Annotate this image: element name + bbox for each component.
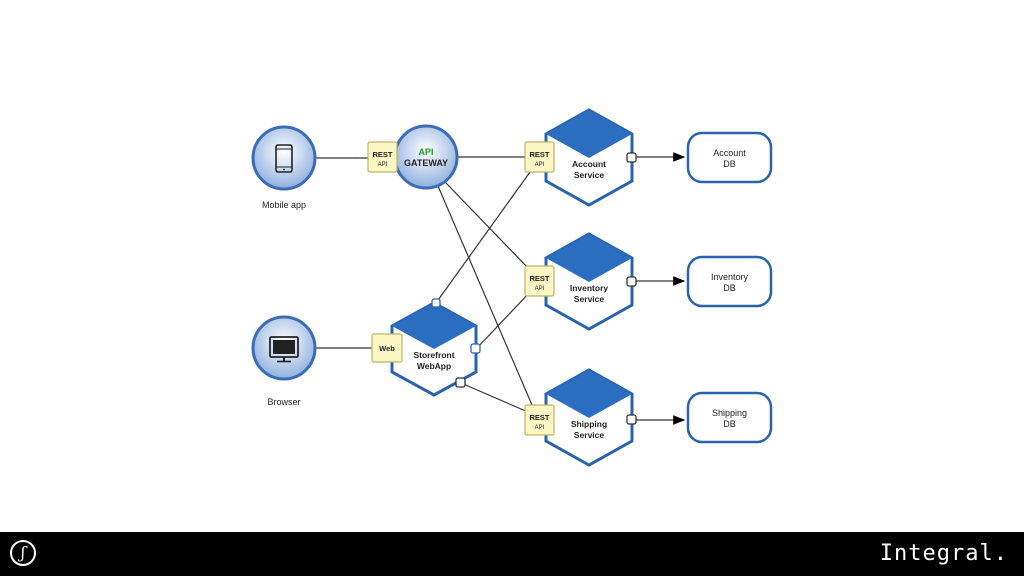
account-db-line2: DB xyxy=(723,159,736,169)
inventory-service-line2: Service xyxy=(574,294,605,304)
shipping-db-line2: DB xyxy=(723,419,736,429)
api-tag-label: API xyxy=(535,425,545,431)
rest-tag-label: REST xyxy=(372,150,392,159)
storefront-to-inventory-line xyxy=(475,289,533,350)
rest-tag-label: REST xyxy=(529,274,549,283)
gateway-to-inventory-line xyxy=(444,181,531,271)
storefront-to-account-line xyxy=(435,171,531,304)
storefront-port-right xyxy=(470,343,481,354)
account-service-line2: Service xyxy=(574,170,605,180)
account-db-line1: Account xyxy=(713,148,746,158)
gateway-api-label: API xyxy=(418,147,433,157)
storefront-web-tag: Web xyxy=(371,333,403,363)
inventory-db-line1: Inventory xyxy=(711,272,749,282)
mobile-app-client: Mobile app xyxy=(251,125,317,210)
browser-label: Browser xyxy=(267,397,300,407)
inventory-service-port xyxy=(626,276,637,287)
rest-tag-label: REST xyxy=(529,150,549,159)
shipping-rest-api-tag: REST API xyxy=(524,404,555,436)
shipping-service-line1: Shipping xyxy=(571,419,607,429)
shipping-service-line2: Service xyxy=(574,430,605,440)
footer-bar: ʃ Integral. xyxy=(0,532,1024,576)
shipping-service-port xyxy=(626,414,637,425)
rest-tag-label: REST xyxy=(529,413,549,422)
logo-glyph: ʃ xyxy=(20,543,26,562)
inventory-service: Inventory Service xyxy=(544,232,637,331)
connectors xyxy=(316,152,686,425)
gateway-rest-api-tag: REST API xyxy=(367,141,398,173)
storefront-port-bottom xyxy=(455,377,466,388)
gateway-to-shipping-line xyxy=(437,185,533,406)
inventory-db-line2: DB xyxy=(723,283,736,293)
account-db: Account DB xyxy=(686,131,773,184)
api-tag-label: API xyxy=(535,162,545,168)
web-tag-label: Web xyxy=(379,344,395,353)
brand-name: Integral. xyxy=(879,541,1008,566)
account-service: Account Service xyxy=(544,108,637,207)
account-service-line1: Account xyxy=(572,159,606,169)
shipping-db-line1: Shipping xyxy=(712,408,747,418)
inventory-service-line1: Inventory xyxy=(570,283,609,293)
shipping-db: Shipping DB xyxy=(686,391,773,444)
storefront-line2: WebApp xyxy=(417,361,451,371)
monitor-icon xyxy=(269,336,299,363)
storefront-line1: Storefront xyxy=(413,350,454,360)
api-gateway: API GATEWAY xyxy=(393,124,459,190)
mobile-app-label: Mobile app xyxy=(262,200,306,210)
account-rest-api-tag: REST API xyxy=(524,141,555,173)
integral-logo-icon: ʃ xyxy=(10,540,36,566)
shipping-service: Shipping Service xyxy=(544,368,637,467)
api-tag-label: API xyxy=(535,286,545,292)
microservices-diagram: Mobile app Browser API GATEWAY REST API … xyxy=(251,108,773,467)
browser-client: Browser xyxy=(251,315,317,407)
storefront-port-top xyxy=(431,298,441,308)
account-service-port xyxy=(626,152,637,163)
smartphone-icon xyxy=(275,144,293,173)
gateway-name-label: GATEWAY xyxy=(404,158,448,168)
storefront-webapp: Storefront WebApp xyxy=(390,298,481,397)
inventory-db: Inventory DB xyxy=(686,255,773,308)
inventory-rest-api-tag: REST API xyxy=(524,265,555,297)
api-tag-label: API xyxy=(378,162,388,168)
storefront-to-shipping-line xyxy=(460,382,529,413)
